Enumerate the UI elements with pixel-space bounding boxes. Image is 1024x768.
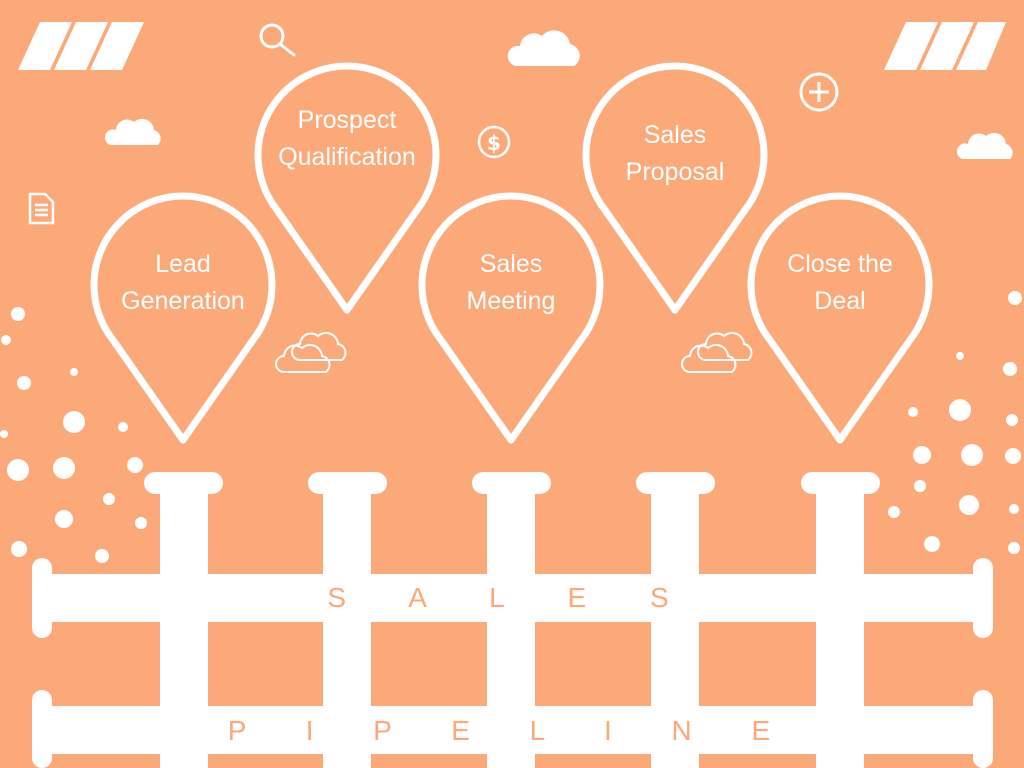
pin-label-group-prospect-qualification: Prospect Qualification <box>278 106 416 171</box>
pipe-end-cap <box>973 690 993 768</box>
pipe-cap <box>801 472 880 494</box>
stage-label-line1: Sales <box>644 121 707 149</box>
document-icon <box>28 192 55 225</box>
dollar-icon: $ <box>477 125 511 159</box>
cloud-icon <box>104 118 161 145</box>
cloud-outline-icon <box>275 331 347 373</box>
pin-label-group-lead-generation: Lead Generation <box>121 250 245 315</box>
speed-stripes-icon <box>884 22 1006 70</box>
pipe-cap <box>636 472 715 494</box>
pipe-end-cap <box>32 558 52 638</box>
stage-label-line2: Generation <box>121 287 245 315</box>
cloud-outline-icon <box>681 331 753 373</box>
pin-outline-sales-meeting <box>418 192 604 444</box>
pin-label-group-sales-meeting: Sales Meeting <box>467 250 556 315</box>
cloud-icon <box>956 132 1013 159</box>
stage-label-line2: Proposal <box>626 158 725 186</box>
search-icon <box>259 23 296 57</box>
stage-label-line1: Lead <box>155 250 211 278</box>
pin-outline-prospect-qualification <box>254 62 440 314</box>
pipe-system <box>32 472 993 768</box>
speed-stripes-icon <box>18 22 144 70</box>
stage-label-line2: Meeting <box>467 287 556 315</box>
pipe-title-pipeline: P I P E L I N E <box>228 715 796 746</box>
pin-label-group-close-the-deal: Close the Deal <box>787 250 893 315</box>
stage-label-line1: Prospect <box>298 106 397 134</box>
pipe-cap <box>308 472 387 494</box>
pipe-cap <box>472 472 551 494</box>
svg-text:$: $ <box>487 131 501 155</box>
pin-outline-sales-proposal <box>582 62 768 314</box>
plus-circle-icon <box>799 72 839 112</box>
stage-label-line2: Qualification <box>278 143 416 171</box>
decorative-dots-left <box>0 307 147 563</box>
pipe-horizontal <box>46 574 978 622</box>
stage-label-line1: Sales <box>480 250 543 278</box>
pin-outline-lead-generation <box>90 192 276 444</box>
stage-label-line2: Deal <box>814 287 865 315</box>
pin-label-group-sales-proposal: Sales Proposal <box>626 121 725 186</box>
pipe-cap <box>144 472 223 494</box>
pipe-title-sales: S A L E S <box>327 582 696 613</box>
cloud-icon <box>507 30 580 66</box>
pipe-end-cap <box>32 690 52 768</box>
pin-outline-close-the-deal <box>747 192 933 444</box>
stage-label-line1: Close the <box>787 250 893 278</box>
pipe-end-cap <box>973 558 993 638</box>
pipe-horizontal <box>46 706 978 754</box>
decorative-dots-right <box>888 291 1022 554</box>
